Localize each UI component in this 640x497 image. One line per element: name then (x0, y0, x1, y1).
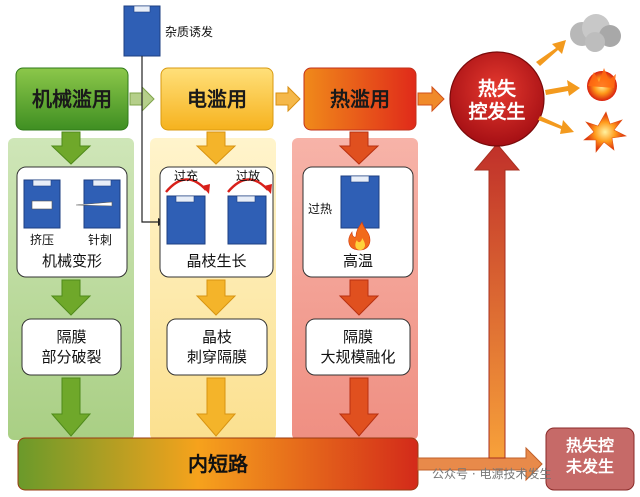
thermal-title: 热滥用 (330, 87, 390, 111)
explosion-icon (583, 111, 627, 153)
overheat-cell-icon (340, 175, 380, 229)
electrical-separator-label: 晶枝 刺穿隔膜 (186, 328, 247, 366)
needle-label: 针刺 (88, 233, 113, 247)
thermal-separator-label: 隔膜 大规模融化 (320, 328, 396, 366)
overdischarge-cell-icon (227, 195, 267, 245)
internal-short-label: 内短路 (188, 452, 248, 476)
flame-icon (348, 221, 371, 251)
electrical-title: 电滥用 (187, 87, 247, 111)
runaway-occurs-circle (449, 51, 545, 147)
overdischarge-arrow-icon (227, 178, 269, 193)
no-runaway-arrow (417, 446, 543, 482)
mechanical-header (15, 67, 129, 131)
mechanical-title: 机械滥用 (32, 87, 112, 111)
impurity-cell-icon (123, 5, 161, 57)
down-arrows-middle (50, 279, 380, 316)
effect-arrows (536, 40, 580, 134)
runaway-up-arrow (473, 143, 521, 459)
watermark: 公众号 · 电源技术发生 (432, 467, 552, 481)
mechanical-separator-label: 隔膜 部分破裂 (41, 328, 102, 366)
impurity-label: 杂质诱发 (165, 25, 214, 39)
electrical-separator-box (166, 318, 268, 376)
overheat-label: 过热 (308, 202, 333, 216)
thermal-header (303, 67, 417, 131)
down-arrows-bottom (50, 377, 380, 437)
runaway-not-occur-box (545, 427, 635, 491)
runaway-occurs-label: 热失 控发生 (468, 78, 526, 123)
overdischarge-label: 过放 (236, 169, 261, 183)
electrical-content-box (159, 166, 274, 278)
fire-icon (587, 68, 617, 101)
runaway-not-occur-label: 热失控 未发生 (565, 436, 614, 476)
overcharge-cell-icon (166, 195, 206, 245)
header-arrows (129, 85, 445, 113)
high-temp-label: 高温 (342, 252, 373, 270)
overcharge-arrow-icon (165, 178, 207, 193)
smoke-icon (570, 14, 621, 52)
mechanical-deform-label: 机械变形 (41, 252, 102, 270)
mechanical-separator-box (21, 318, 122, 376)
down-arrows-top (50, 131, 380, 165)
electrical-header (160, 67, 274, 131)
squeeze-label: 挤压 (30, 233, 55, 247)
needle-icon (75, 201, 113, 207)
dendrite-growth-label: 晶枝生长 (186, 252, 247, 270)
impurity-connector (141, 56, 160, 223)
overcharge-label: 过充 (174, 169, 199, 183)
thermal-separator-box (305, 318, 411, 376)
